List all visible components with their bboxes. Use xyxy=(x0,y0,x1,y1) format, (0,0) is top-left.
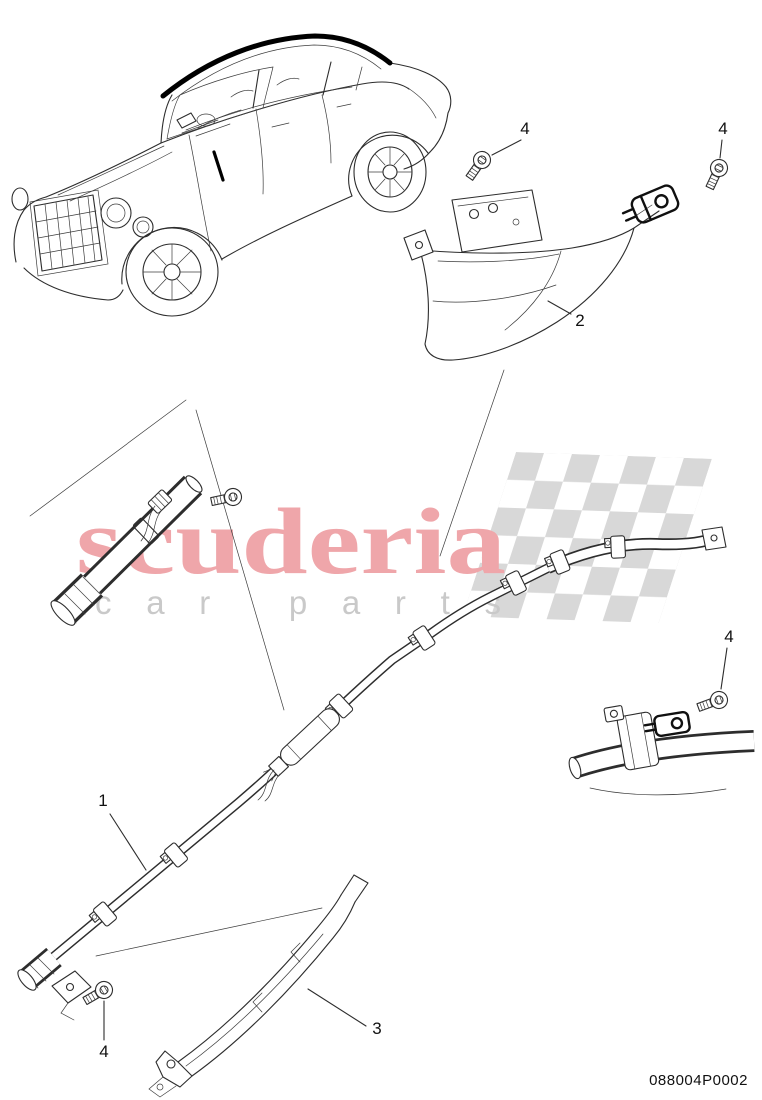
gas-generator xyxy=(263,708,340,782)
screw-icon xyxy=(701,156,731,193)
curtain-airbag-assembly xyxy=(17,526,727,991)
callout-3: 3 xyxy=(372,1019,381,1038)
callout-1: 1 xyxy=(98,791,107,810)
watermark-subtitle: car parts xyxy=(95,584,501,621)
callout-4-top-right: 4 xyxy=(718,119,727,138)
retainer-clip xyxy=(621,184,680,224)
callout-4-bottom-left: 4 xyxy=(99,1042,108,1061)
car-illustration xyxy=(11,33,452,317)
callouts: 1 2 3 4 4 4 4 xyxy=(98,119,733,1061)
part-code: 088004P0002 xyxy=(649,1072,748,1089)
callout-4-top-center: 4 xyxy=(520,119,529,138)
callout-4-mid-right: 4 xyxy=(724,627,733,646)
retainer-clip-2 xyxy=(643,710,691,738)
bracket-lower xyxy=(148,874,369,1098)
inflator-detail xyxy=(50,475,244,626)
screw-icon xyxy=(461,147,495,184)
roof-rail-highlight xyxy=(160,33,393,99)
bracket-upper xyxy=(403,184,680,361)
screw-icon xyxy=(694,688,731,717)
callout-2: 2 xyxy=(575,311,584,330)
lower-anchor xyxy=(51,970,92,1021)
context-lines xyxy=(29,369,505,957)
clamp-detail xyxy=(568,705,755,796)
